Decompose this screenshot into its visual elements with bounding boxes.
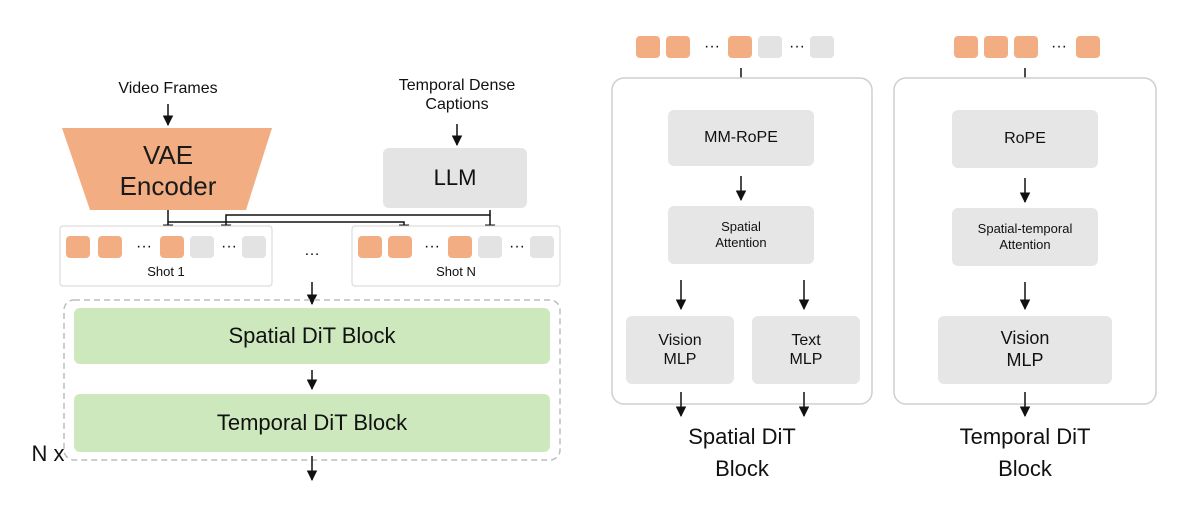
text-token: [478, 236, 502, 258]
video-token: [448, 236, 472, 258]
spatial-dit-block-label: Spatial DiT Block: [228, 322, 396, 348]
temporal-token-ellipsis: ···: [1051, 38, 1067, 56]
text-token: [190, 236, 214, 258]
spatial-attention-label: Spatial Attention: [715, 219, 767, 250]
spatial-temporal-attention-box: [952, 208, 1098, 266]
spatial-panel-input-tokens: [636, 36, 834, 58]
video-token: [636, 36, 660, 58]
video-token: [98, 236, 122, 258]
video-token: [984, 36, 1008, 58]
shot-first-label: Shot 1: [147, 264, 185, 280]
temporal-vision-mlp-label: Vision MLP: [1000, 328, 1050, 370]
spatial-token-ellipsis: ···: [704, 38, 720, 56]
rope-box: [952, 110, 1098, 168]
mm-rope-label: MM-RoPE: [704, 129, 778, 147]
vae-encoder-label: VAE Encoder: [119, 139, 217, 201]
temporal-dit-block-box: [74, 394, 550, 452]
shot-first-tokens: [66, 236, 266, 258]
video-token: [66, 236, 90, 258]
spatial-dit-block-box: [74, 308, 550, 364]
repeat-label: N x: [31, 440, 65, 466]
video-token: [1014, 36, 1038, 58]
shots-ellipsis: …: [304, 242, 320, 260]
text-token: [758, 36, 782, 58]
rope-label: RoPE: [1004, 130, 1046, 148]
shot-last-token-ellipsis: ···: [424, 238, 440, 256]
text-token: [810, 36, 834, 58]
video-token: [954, 36, 978, 58]
temporal-dense-captions-label: Temporal Dense Captions: [398, 76, 516, 113]
video-token: [160, 236, 184, 258]
text-mlp-box: [752, 316, 860, 384]
shot-first-token-ellipsis-2: ···: [221, 238, 237, 256]
vae-encoder-shape: [62, 128, 272, 210]
vision-mlp-label: Vision MLP: [658, 331, 702, 368]
shot-last-label: Shot N: [436, 264, 476, 280]
shot-last-token-ellipsis-2: ···: [509, 238, 525, 256]
video-token: [1076, 36, 1100, 58]
temporal-panel-input-tokens: [954, 36, 1100, 58]
llm-label: LLM: [433, 164, 477, 190]
shot-first-token-ellipsis: ···: [136, 238, 152, 256]
temporal-dit-block-label: Temporal DiT Block: [216, 409, 408, 435]
mm-rope-box: [668, 110, 814, 166]
text-token: [242, 236, 266, 258]
video-token: [666, 36, 690, 58]
shot-last-tokens: [358, 236, 554, 258]
temporal-dit-caption: Temporal DiT Block: [959, 424, 1091, 481]
spatial-token-ellipsis-2: ···: [789, 38, 805, 56]
vision-mlp-box: [626, 316, 734, 384]
video-token: [358, 236, 382, 258]
spatial-temporal-attention-label: Spatial-temporal Attention: [977, 221, 1073, 252]
temporal-vision-mlp-box: [938, 316, 1112, 384]
spatial-dit-caption: Spatial DiT Block: [688, 424, 796, 481]
llm-box: [383, 148, 527, 208]
text-mlp-label: Text MLP: [789, 331, 823, 368]
video-token: [728, 36, 752, 58]
video-frames-label: Video Frames: [118, 80, 218, 98]
spatial-attention-box: [668, 206, 814, 264]
video-token: [388, 236, 412, 258]
text-token: [530, 236, 554, 258]
